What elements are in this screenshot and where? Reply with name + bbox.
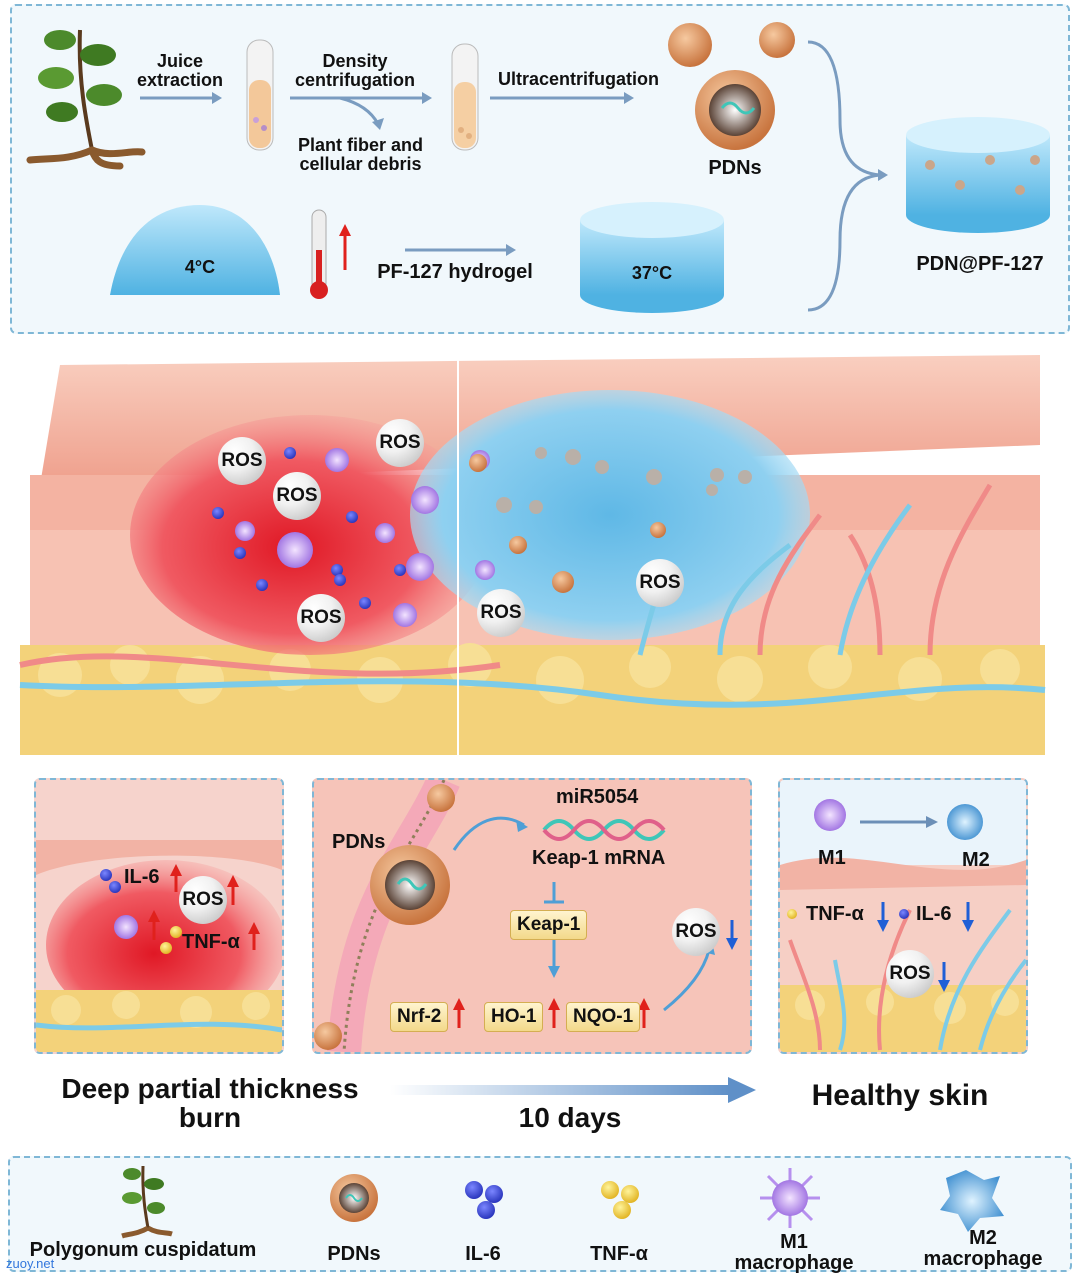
ros-label: ROS (182, 889, 224, 910)
nrf2-box: Nrf-2 (390, 1002, 449, 1032)
pdns-label: PDNs (708, 157, 762, 179)
ros-bubble: ROS (672, 908, 720, 956)
thermometer-icon (310, 209, 351, 299)
m1-label: M1 (818, 847, 846, 869)
legend-il6-label: IL-6 (465, 1243, 501, 1265)
time-label: 10 days (518, 1102, 622, 1133)
juice-extraction-label: Juice extraction (136, 51, 224, 90)
keap1-box: Keap-1 (510, 910, 588, 940)
legend-panel (8, 1156, 1072, 1272)
pdn-icon (330, 1174, 378, 1222)
legend-m1-label: M1 macrophage (734, 1231, 854, 1274)
healing-inset: M1 M2 TNF-α IL-6 ROS (778, 778, 1028, 1054)
keap-mrna-label: Keap-1 mRNA (532, 847, 666, 869)
pdns-label: PDNs (332, 831, 386, 853)
ros-label: ROS (300, 607, 342, 628)
centrifuge-tube-icon (246, 39, 274, 151)
ho1-box: HO-1 (484, 1002, 544, 1032)
m2-label: M2 (962, 849, 990, 871)
m2-macrophage-icon (940, 1170, 1004, 1232)
temp-37c-label: 37°C (631, 263, 673, 283)
start-state-label: Deep partial thickness burn (61, 1073, 359, 1134)
ros-label: ROS (379, 432, 421, 453)
m1-macrophage-icon (760, 1168, 820, 1228)
ros-bubble: ROS (376, 419, 424, 467)
ros-bubble: ROS (218, 437, 266, 485)
watermark: zuoy.net (6, 1256, 55, 1271)
ros-bubble: ROS (636, 559, 684, 607)
hydrogel-treated-wound (410, 390, 810, 640)
end-state-label: Healthy skin (811, 1079, 989, 1112)
process-arrows (140, 40, 888, 312)
tnf-icon (601, 1181, 639, 1219)
il6-label: IL-6 (916, 903, 952, 925)
tnf-label: TNF-α (806, 903, 864, 925)
ros-bubble: ROS (179, 876, 227, 924)
ros-label: ROS (221, 450, 263, 471)
ros-bubble: ROS (886, 950, 934, 998)
ros-label: ROS (480, 602, 522, 623)
hydrogel-37c-icon (580, 202, 724, 313)
time-arrow (390, 1077, 756, 1103)
burn-wound (130, 415, 490, 655)
ros-bubble: ROS (273, 472, 321, 520)
legend-pdns-label: PDNs (327, 1243, 381, 1265)
ros-label: ROS (675, 921, 717, 942)
mechanism-inset: PDNs miR5054 Keap-1 mRNA Keap-1 Nrf-2 HO… (312, 778, 752, 1054)
plant-icon (26, 29, 146, 170)
legend-m2-label: M2 macrophage (923, 1227, 1043, 1270)
tnf-label: TNF-α (182, 931, 240, 953)
il6-icon (465, 1181, 503, 1219)
ros-label: ROS (889, 963, 931, 984)
nqo1-box: NQO-1 (566, 1002, 641, 1032)
ultracentrifugation-label: Ultracentrifugation (497, 69, 659, 89)
skin-cross-section (19, 345, 1046, 755)
legend-icons (121, 1165, 1004, 1239)
ros-bubble: ROS (297, 594, 345, 642)
pdn-hydrogel-icon (906, 117, 1050, 233)
plant-fiber-label: Plant fiber and cellular debris (297, 135, 423, 174)
legend-tnf-label: TNF-α (590, 1243, 648, 1265)
ros-label: ROS (276, 485, 318, 506)
temp-4c-label: 4°C (184, 257, 216, 277)
product-label: PDN@PF-127 (916, 253, 1044, 275)
mirna-label: miR5054 (556, 786, 639, 808)
hydrogel-4c-icon (110, 205, 280, 295)
preparation-graphics (26, 22, 1050, 313)
centrifuge-tube-icon (451, 43, 479, 151)
density-centrifugation-label: Density centrifugation (295, 51, 415, 90)
hydrogel-label: PF-127 hydrogel (377, 261, 533, 283)
legend-plant-label: Polygonum cuspidatum (29, 1239, 257, 1261)
plant-icon (121, 1165, 173, 1239)
pdn-vesicle-icon (668, 22, 795, 150)
il6-label: IL-6 (124, 866, 160, 888)
burn-inset: IL-6 ROS TNF-α (34, 778, 284, 1054)
ros-label: ROS (639, 572, 681, 593)
ros-bubble: ROS (477, 589, 525, 637)
